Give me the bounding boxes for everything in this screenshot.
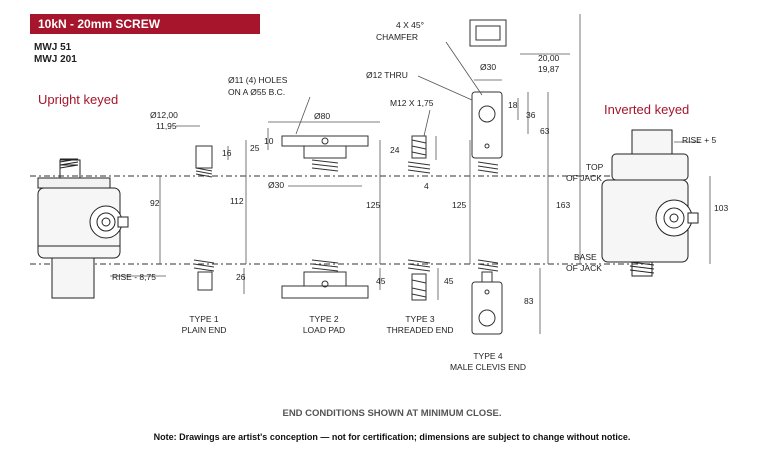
dim-36: 36 [526,110,536,120]
type4-label-1: TYPE 4 [473,351,503,361]
title-banner: 10kN - 20mm SCREW [30,14,260,34]
end-conditions-note: END CONDITIONS SHOWN AT MINIMUM CLOSE. [282,408,502,419]
upright-keyed-label: Upright keyed [38,92,119,107]
dim-24: 24 [390,145,400,155]
type3-threaded-end [407,135,431,301]
dim-18: 18 [508,100,518,110]
base-of-jack-2: OF JACK [566,263,602,273]
chamfer-label-1: 4 X 45° [396,20,424,30]
page-title: 10kN - 20mm SCREW [38,17,161,31]
model-2: MWJ 201 [34,54,77,65]
base-of-jack-1: BASE [574,252,597,262]
type1-plain-end [193,145,215,291]
dim-20-a: 20,00 [538,53,560,63]
type4-label-2: MALE CLEVIS END [449,362,527,372]
dim-dia80: Ø80 [314,111,331,121]
dim-dia12-a: Ø12,00 [150,110,178,120]
type2-label-1: TYPE 2 [309,314,339,324]
dim-63: 63 [540,126,550,136]
inverted-keyed-label: Inverted keyed [604,102,690,117]
dim-92: 92 [150,198,160,208]
model-list: MWJ 51 MWJ 201 [34,42,77,66]
dim-103: 103 [714,203,729,213]
dim-45-b: 45 [444,276,454,286]
type3-label-1: TYPE 3 [405,314,435,324]
model-1: MWJ 51 [34,42,72,53]
dim-16: 16 [222,148,232,158]
dim-dia12-b: 11,95 [156,121,177,131]
dim-163: 163 [556,200,571,210]
disclaimer-note: Note: Drawings are artist's conception —… [153,432,631,442]
dim-25: 25 [250,143,260,153]
type3-label-2: THREADED END [386,325,454,335]
top-of-jack-1: TOP [586,162,604,172]
thru-label: Ø12 THRU [366,70,408,80]
top-of-jack-2: OF JACK [566,173,602,183]
dim-125-b: 125 [452,200,467,210]
type2-label-2: LOAD PAD [302,325,346,335]
upright-jack [37,158,129,299]
dim-20-b: 19,87 [538,64,560,74]
dim-45-a: 45 [376,276,386,286]
dim-4: 4 [424,181,429,191]
dim-10: 10 [264,136,274,146]
dim-125-a: 125 [366,200,381,210]
holes-label-2: ON A Ø55 B.C. [228,87,286,97]
inverted-jack [601,129,699,277]
dim-dia30-pad: Ø30 [268,180,285,190]
dim-26: 26 [236,272,246,282]
rise-minus-label: RISE - 8,75 [112,272,156,282]
type1-label-2: PLAIN END [181,325,227,335]
chamfer-label-2: CHAMFER [376,32,419,42]
type2-load-pad [281,135,369,299]
type4-male-clevis [469,19,507,335]
dim-dia30-clevis: Ø30 [480,62,497,72]
holes-label-1: Ø11 (4) HOLES [228,75,288,85]
dim-83: 83 [524,296,534,306]
dimension-lines [110,14,711,334]
type1-label-1: TYPE 1 [189,314,219,324]
rise-plus-label: RISE + 5 [682,135,717,145]
dim-112: 112 [230,196,244,206]
thread-label: M12 X 1,75 [390,98,434,108]
